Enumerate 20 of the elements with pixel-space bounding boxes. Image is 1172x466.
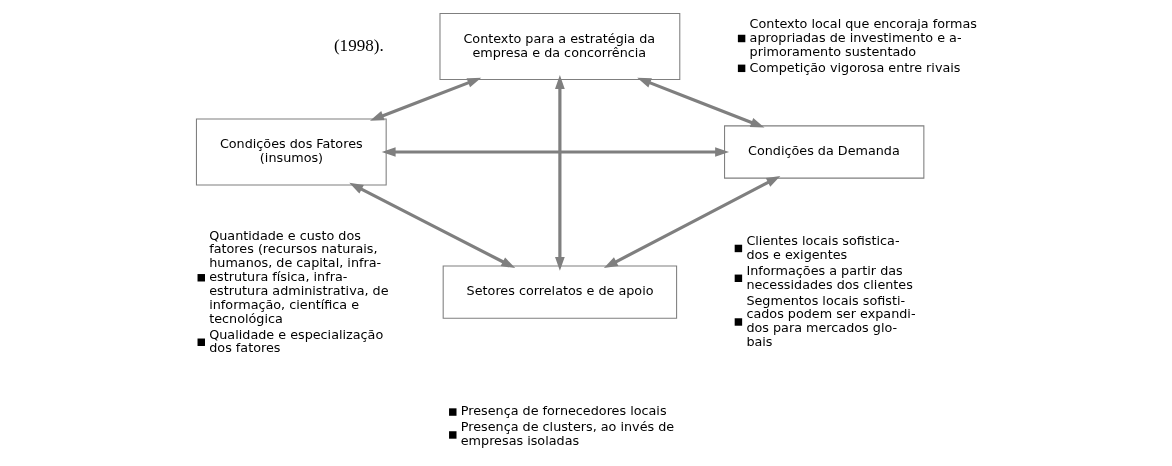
arrow <box>637 77 765 128</box>
arrow <box>370 77 482 121</box>
node-label: Contexto local que encoraja formas apropriadas de investimento e a- primoramento sustentado <box>749 15 977 59</box>
node-box: Setores correlatos e de apoio <box>442 265 678 319</box>
arrow <box>349 182 516 269</box>
node-box: Condições da Demanda <box>724 125 925 179</box>
node-label: Qualidade e especialização dos fatores <box>209 326 384 356</box>
node-box: Condições dos Fatores (insumos) <box>195 118 387 186</box>
node-label: Clientes locais sofistica- dos e exigentes <box>746 232 900 262</box>
node-box: Contexto para a estratégia da empresa e da concorrência <box>439 12 681 81</box>
node-label: Segmentos locais sofisti- cados podem ser expandi- dos para mercados glo- bais <box>746 292 916 350</box>
node-label: Competição vigorosa entre rivais <box>749 59 961 75</box>
node-label: Presença de fornecedores locais <box>460 403 667 419</box>
label: (1998). <box>333 35 384 55</box>
arrow <box>603 175 781 269</box>
arrow <box>555 75 565 271</box>
node-label: Presença de clusters, ao invés de empresas isoladas <box>460 419 675 449</box>
node-label: Quantidade e custo dos fatores (recursos naturais, humanos, de capital, infra- estrutura física, infra- estrutura administrativa, de informação, científica e tecnológica <box>209 227 389 326</box>
node-label: Informações a partir das necessidades dos clientes <box>746 262 913 292</box>
arrow <box>381 147 730 157</box>
